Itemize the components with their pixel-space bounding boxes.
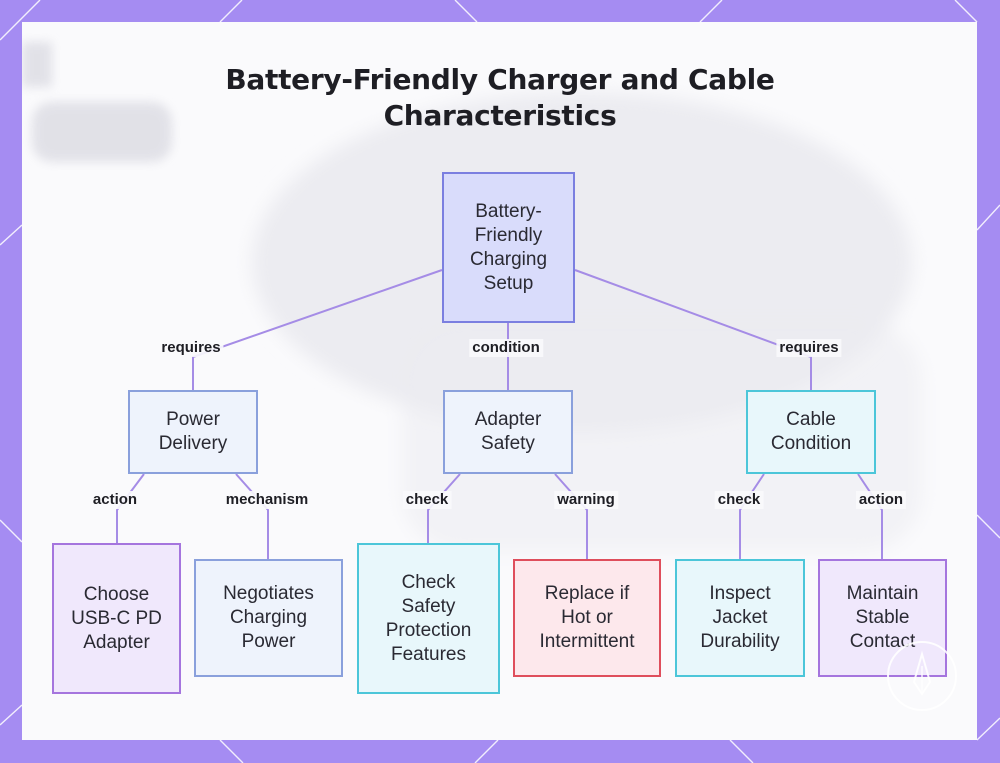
- edge-label-power-negotiates: mechanism: [222, 491, 312, 509]
- node-label: Negotiates Charging Power: [223, 583, 314, 652]
- node-check-safety: Check Safety Protection Features: [357, 543, 500, 694]
- edge-label-cable-maintain: action: [855, 491, 907, 509]
- node-power-delivery: Power Delivery: [128, 390, 258, 474]
- node-label: Power Delivery: [158, 409, 228, 454]
- node-label: Maintain Stable Contact: [846, 583, 919, 652]
- node-adapter-safety: Adapter Safety: [443, 390, 573, 474]
- node-maintain: Maintain Stable Contact: [818, 559, 947, 677]
- node-negotiates: Negotiates Charging Power: [194, 559, 343, 677]
- edge-label-root-cable: requires: [776, 339, 842, 357]
- blurred-background-image: [22, 42, 922, 552]
- edge-cable-inspect: [739, 473, 765, 559]
- node-label: Replace if Hot or Intermittent: [539, 583, 635, 652]
- title-line-2: Characteristics: [383, 99, 617, 132]
- node-label: Check Safety Protection Features: [385, 571, 472, 665]
- node-replace: Replace if Hot or Intermittent: [513, 559, 661, 677]
- edge-label-adapter-check: check: [402, 491, 452, 509]
- edge-label-adapter-replace: warning: [554, 491, 618, 509]
- node-label: Cable Condition: [770, 409, 852, 454]
- edge-label-power-choose: action: [89, 491, 141, 509]
- node-choose-usbc: Choose USB-C PD Adapter: [52, 543, 181, 694]
- edge-power-choose: [116, 473, 145, 543]
- pen-logo-watermark: [887, 641, 957, 711]
- edge-adapter-replace: [554, 473, 588, 559]
- diagram-title: Battery-Friendly Charger and Cable Chara…: [0, 62, 1000, 134]
- edge-label-root-adapter: condition: [469, 339, 543, 357]
- diagram-card: [22, 22, 977, 740]
- node-label: Adapter Safety: [474, 409, 542, 454]
- edge-adapter-check: [427, 473, 461, 543]
- edge-root-cable: [574, 269, 812, 390]
- node-label: Battery- Friendly Charging Setup: [469, 200, 548, 294]
- edge-root-power: [192, 269, 443, 390]
- node-root: Battery- Friendly Charging Setup: [442, 172, 575, 323]
- node-label: Inspect Jacket Durability: [700, 583, 780, 652]
- edge-power-negotiates: [235, 473, 269, 559]
- edge-cable-maintain: [857, 473, 883, 559]
- edge-label-cable-inspect: check: [714, 491, 764, 509]
- node-cable-condition: Cable Condition: [746, 390, 876, 474]
- node-inspect: Inspect Jacket Durability: [675, 559, 805, 677]
- title-line-1: Battery-Friendly Charger and Cable: [225, 63, 775, 96]
- node-label: Choose USB-C PD Adapter: [71, 583, 162, 653]
- edge-label-root-power: requires: [158, 339, 224, 357]
